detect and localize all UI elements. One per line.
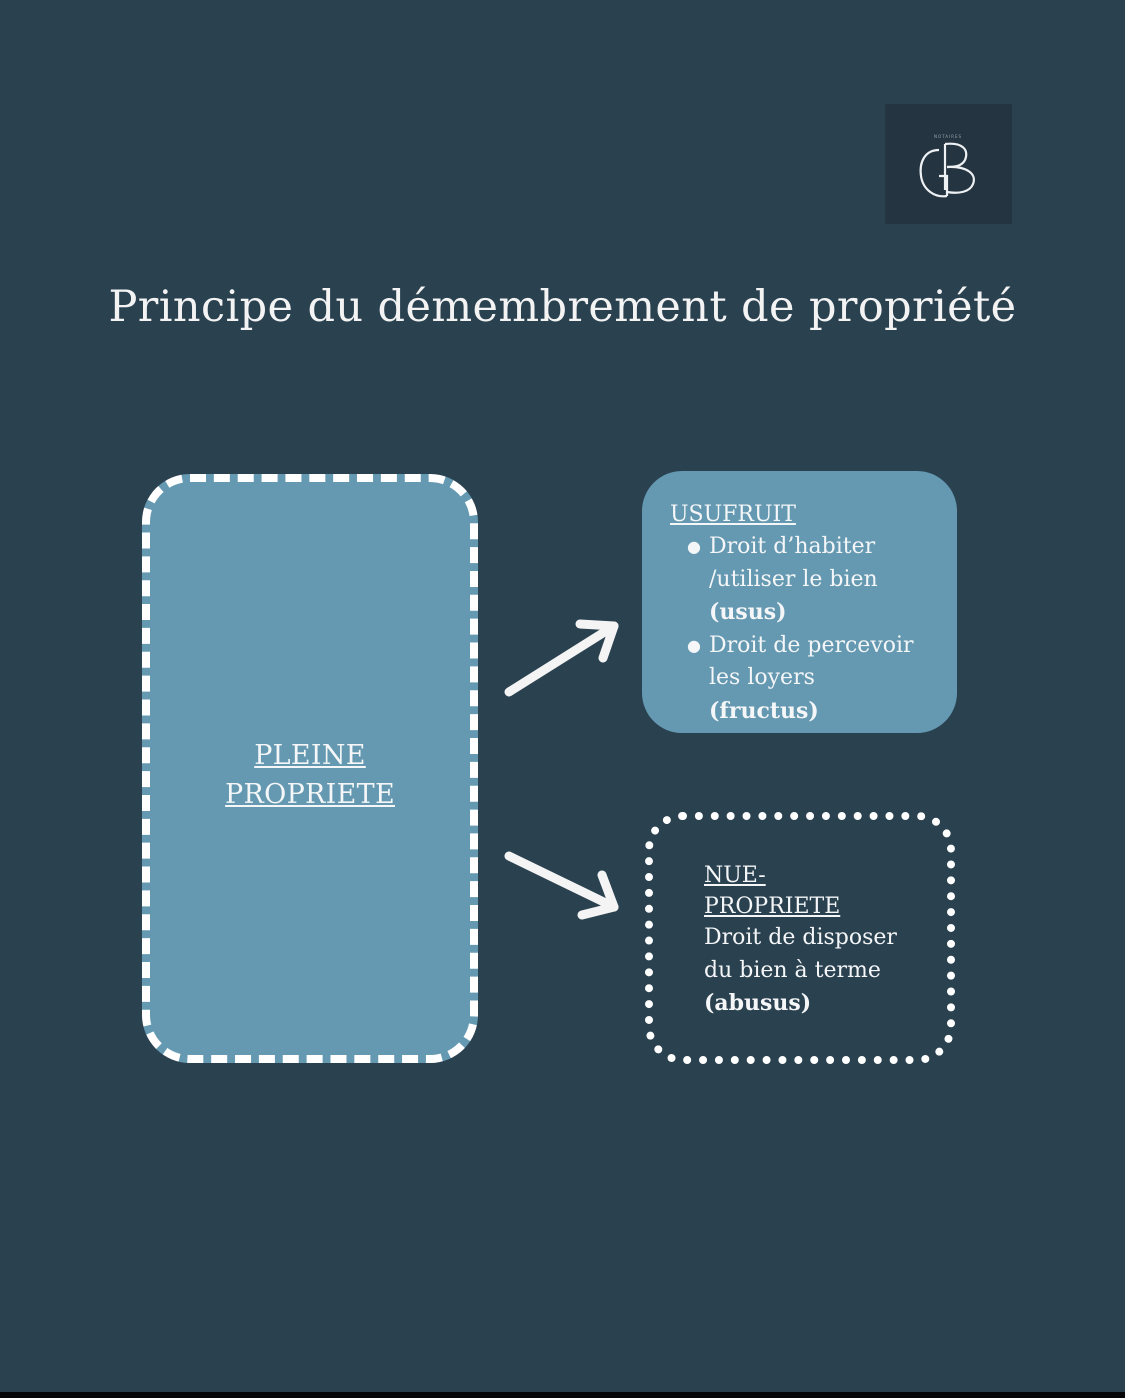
logo-tagline: NOTAIRES xyxy=(934,134,962,139)
usufruit-title: USUFRUIT xyxy=(670,502,796,527)
pleine-propriete-line2: PROPRIETE xyxy=(225,778,395,810)
usufruit-item-text: Droit de percevoir les loyers xyxy=(709,632,914,691)
logo-badge: NOTAIRES xyxy=(885,104,1012,224)
nue-propriete-term: (abusus) xyxy=(704,990,812,1016)
arrow-down-right-icon xyxy=(504,851,619,920)
pleine-propriete-box: PLEINE PROPRIETE xyxy=(142,474,478,1063)
usufruit-list: ● Droit d’habiter /utiliser le bien (usu… xyxy=(670,531,957,728)
arrow-up-right-icon xyxy=(504,619,619,697)
pleine-propriete-label: PLEINE PROPRIETE xyxy=(225,736,395,814)
usufruit-item-term: (usus) xyxy=(709,599,787,625)
bullet-icon: ● xyxy=(687,537,701,556)
nue-propriete-description: Droit de disposer du bien à terme (abusu… xyxy=(704,922,914,1021)
bullet-icon: ● xyxy=(687,635,701,655)
pleine-propriete-line1: PLEINE xyxy=(254,739,366,771)
list-item: ● Droit de percevoir les loyers (fructus… xyxy=(687,630,919,729)
nue-propriete-text: Droit de disposer du bien à terme xyxy=(704,925,897,983)
usufruit-item-term: (fructus) xyxy=(709,697,819,724)
bottom-edge xyxy=(0,1392,1125,1398)
nue-propriete-box: NUE-PROPRIETE Droit de disposer du bien … xyxy=(645,812,955,1064)
page-title: Principe du démembrement de propriété xyxy=(108,282,1017,332)
usufruit-item-text: Droit d’habiter /utiliser le bien xyxy=(709,534,878,592)
gb-monogram-icon: NOTAIRES xyxy=(919,134,975,198)
nue-propriete-title: NUE-PROPRIETE xyxy=(704,863,841,919)
list-item: ● Droit d’habiter /utiliser le bien (usu… xyxy=(687,531,919,630)
usufruit-box: USUFRUIT ● Droit d’habiter /utiliser le … xyxy=(642,471,957,733)
